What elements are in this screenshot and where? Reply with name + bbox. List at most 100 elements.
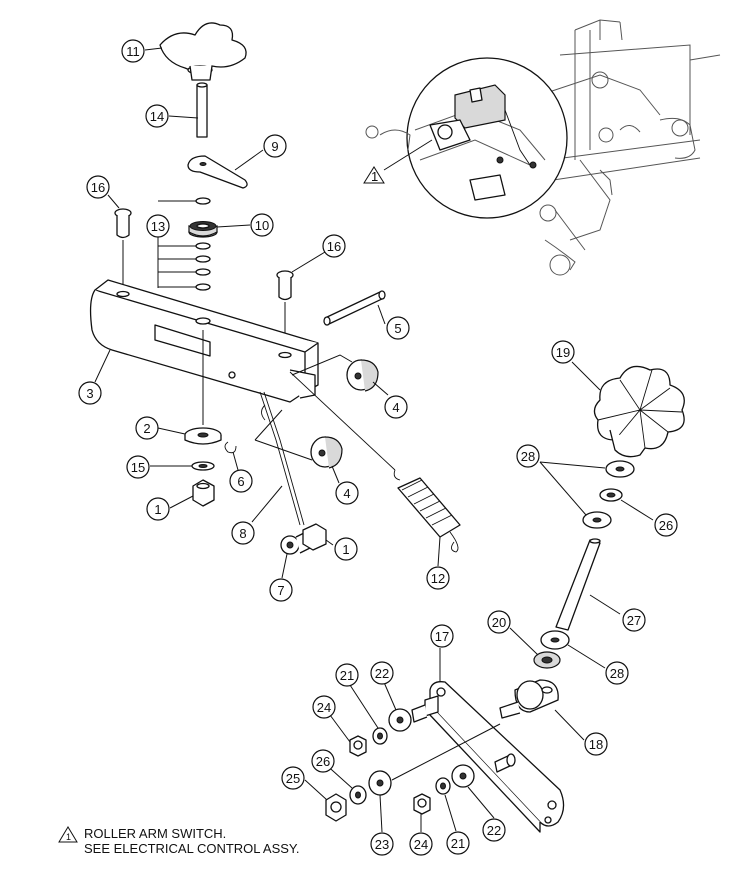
clip-part-6 [224, 441, 237, 454]
svg-text:16: 16 [327, 239, 341, 254]
washer-part-28-upper [605, 460, 635, 478]
callout-9: 9 [263, 134, 287, 158]
svg-text:1: 1 [66, 832, 71, 842]
pivot-part-18 [499, 679, 559, 719]
svg-text:1: 1 [342, 542, 349, 557]
svg-text:23: 23 [375, 837, 389, 852]
callout-2: 2 [135, 416, 159, 440]
footnote-line-1: ROLLER ARM SWITCH. [84, 826, 227, 841]
svg-text:3: 3 [86, 386, 93, 401]
svg-text:15: 15 [131, 460, 145, 475]
callout-24-upper: 24 [312, 695, 336, 719]
svg-text:5: 5 [394, 321, 401, 336]
callout-1-lower: 1 [334, 537, 358, 561]
footnote: 1 ROLLER ARM SWITCH. SEE ELECTRICAL CONT… [58, 826, 300, 856]
svg-text:7: 7 [277, 583, 284, 598]
collar-part-20 [533, 651, 561, 669]
callout-21-upper: 21 [335, 663, 359, 687]
callout-4-lower: 4 [335, 481, 359, 505]
callout-12: 12 [426, 566, 450, 590]
nut-part-24-upper [349, 735, 367, 757]
callout-4-upper: 4 [384, 395, 408, 419]
callout-5: 5 [386, 316, 410, 340]
svg-text:2: 2 [143, 421, 150, 436]
svg-text:28: 28 [610, 666, 624, 681]
washer-part-22-lower [451, 764, 475, 788]
callout-25: 25 [281, 766, 305, 790]
bearing-part-10 [188, 221, 218, 238]
callout-17: 17 [430, 624, 454, 648]
callout-1-upper: 1 [146, 497, 170, 521]
svg-text:21: 21 [340, 668, 354, 683]
shaft-part-27 [555, 538, 601, 631]
svg-text:16: 16 [91, 180, 105, 195]
svg-text:26: 26 [316, 754, 330, 769]
svg-text:24: 24 [414, 837, 428, 852]
callout-3: 3 [78, 381, 102, 405]
rod-part-8 [259, 391, 305, 526]
svg-text:6: 6 [237, 474, 244, 489]
callout-24-lower: 24 [409, 832, 433, 856]
callout-7: 7 [269, 578, 293, 602]
svg-text:8: 8 [239, 526, 246, 541]
callout-15: 15 [126, 455, 150, 479]
nut-part-1-upper [192, 479, 215, 507]
callout-28-lower: 28 [605, 661, 629, 685]
washer-part-26-upper [599, 488, 623, 502]
nut-part-24-lower [413, 793, 431, 815]
bracket-plate-part-17 [424, 648, 565, 833]
svg-text:24: 24 [317, 700, 331, 715]
callout-23: 23 [370, 832, 394, 856]
washer-part-23 [368, 770, 392, 796]
nut-part-1-lower [302, 523, 327, 551]
callout-13: 13 [146, 214, 170, 238]
svg-text:21: 21 [451, 836, 465, 851]
svg-text:27: 27 [627, 613, 641, 628]
svg-text:11: 11 [126, 44, 140, 59]
callout-16-right: 16 [322, 234, 346, 258]
screw-part-16-left [114, 208, 132, 290]
nut-part-25 [325, 793, 347, 822]
pin-part-5 [323, 290, 386, 326]
svg-text:14: 14 [150, 109, 164, 124]
callout-20: 20 [487, 610, 511, 634]
washer-part-26-lower [349, 785, 367, 805]
note-marker-triangle: 1 [363, 139, 433, 184]
callout-19: 19 [551, 340, 575, 364]
svg-text:25: 25 [286, 771, 300, 786]
svg-text:9: 9 [271, 139, 278, 154]
callout-22-upper: 22 [370, 661, 394, 685]
washer-part-28-lower [540, 630, 570, 650]
washer-stack-part-13 [157, 197, 211, 291]
svg-text:22: 22 [375, 666, 389, 681]
lock-washer-part-15 [191, 461, 215, 471]
note-marker-number: 1 [371, 169, 378, 184]
svg-text:4: 4 [343, 486, 350, 501]
svg-text:20: 20 [492, 615, 506, 630]
footnote-line-2: SEE ELECTRICAL CONTROL ASSY. [84, 841, 300, 856]
svg-text:28: 28 [521, 449, 535, 464]
washer-part-2 [184, 427, 222, 445]
svg-text:17: 17 [435, 629, 449, 644]
indicator-plate-part-9 [187, 155, 248, 189]
roller-arm-part-3 [89, 279, 319, 425]
callout-8: 8 [231, 521, 255, 545]
svg-text:18: 18 [589, 737, 603, 752]
callout-16-left: 16 [86, 175, 110, 199]
knob-part-19 [593, 365, 685, 458]
callout-14: 14 [145, 104, 169, 128]
mower-frame-background [509, 19, 721, 276]
footnote-triangle-icon: 1 [58, 826, 78, 843]
svg-text:1: 1 [154, 502, 161, 517]
washer-part-21-lower [435, 777, 451, 795]
svg-text:19: 19 [556, 345, 570, 360]
spring-part-12 [289, 371, 461, 553]
svg-text:22: 22 [487, 823, 501, 838]
callout-6: 6 [229, 469, 253, 493]
stud-part-upper [411, 704, 428, 723]
callout-26-lower: 26 [311, 749, 335, 773]
svg-text:4: 4 [392, 400, 399, 415]
roller-part-4-lower [254, 409, 343, 469]
callout-26-upper: 26 [654, 513, 678, 537]
svg-text:10: 10 [255, 218, 269, 233]
